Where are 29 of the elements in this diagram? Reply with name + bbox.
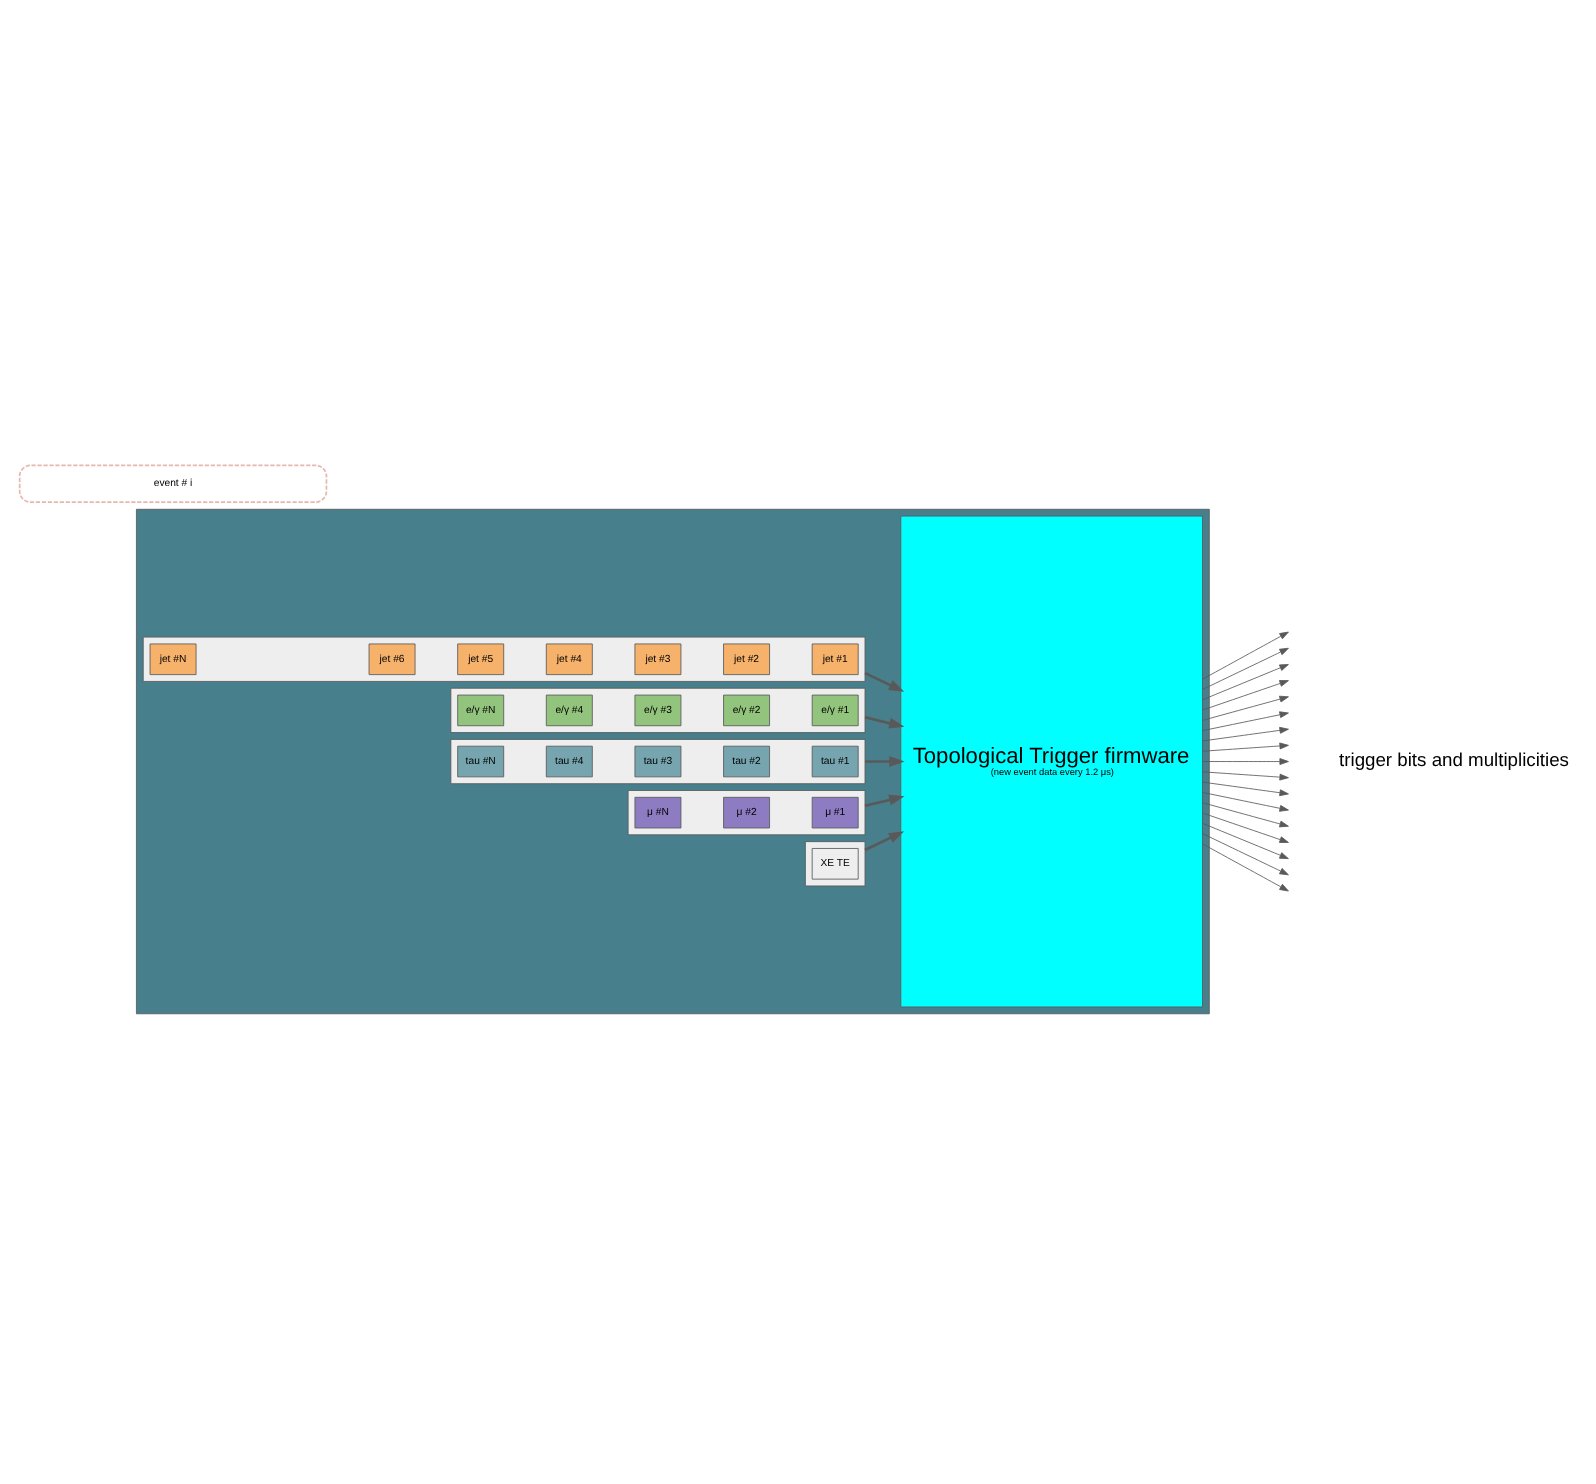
label: trigger bits and multiplicities: [1339, 749, 1570, 770]
arrow: [1202, 663, 1289, 700]
arrow: [864, 793, 905, 806]
arrow: [1202, 811, 1289, 842]
arrow: [1202, 821, 1289, 859]
arrow: [1202, 842, 1289, 891]
cluster: [450, 737, 866, 784]
arrow: [864, 670, 905, 691]
arrow: [1202, 725, 1289, 741]
arrow: [1202, 770, 1289, 780]
arrow: [1202, 694, 1289, 720]
arrow: [864, 830, 905, 851]
arrow: [1202, 679, 1289, 710]
cluster: [450, 686, 866, 732]
arrow: [865, 755, 905, 766]
arrow: [1202, 780, 1289, 796]
arrow: [1202, 832, 1289, 875]
arrow: [1202, 757, 1289, 764]
cluster: [136, 507, 1210, 1014]
arrow: [1202, 791, 1289, 811]
arrow: [864, 715, 905, 728]
arrow: [1202, 741, 1289, 751]
arrow: [1202, 646, 1289, 689]
arrow: [1202, 630, 1289, 679]
cluster: [804, 840, 866, 886]
cluster: [627, 789, 866, 835]
arrow: [1202, 801, 1289, 827]
arrow: [1202, 710, 1289, 731]
cluster: [142, 635, 866, 681]
